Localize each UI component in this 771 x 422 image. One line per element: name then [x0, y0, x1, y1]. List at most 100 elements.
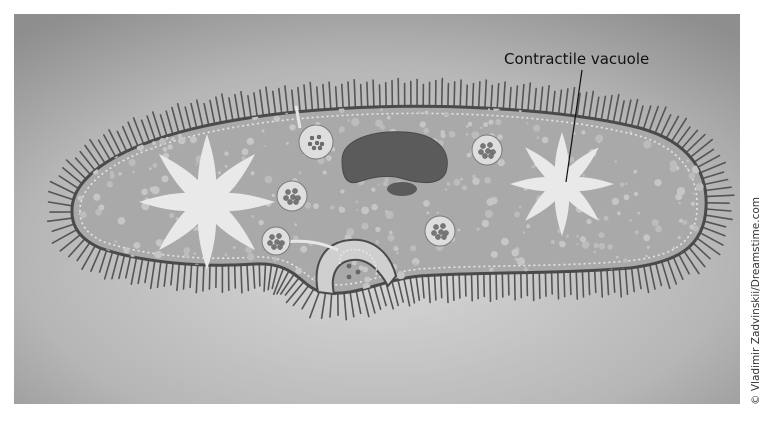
granule: [424, 110, 429, 115]
food-particle: [309, 135, 315, 141]
granule: [689, 224, 695, 230]
granule: [633, 191, 639, 197]
food-particle: [435, 234, 441, 240]
cilium: [233, 264, 237, 289]
granule: [481, 219, 490, 228]
food-particle: [285, 189, 291, 195]
cilium: [322, 83, 326, 111]
granule: [423, 200, 430, 207]
radial-canal: [139, 192, 191, 212]
cilium: [46, 217, 74, 223]
granule: [193, 252, 196, 255]
granule: [625, 182, 628, 186]
cilium: [636, 105, 644, 129]
granule: [169, 212, 175, 219]
cilium: [170, 262, 174, 286]
food-particle: [269, 234, 275, 240]
granule: [325, 155, 332, 162]
cilium: [672, 256, 684, 281]
granule: [533, 124, 541, 132]
food-particle: [487, 142, 493, 148]
granule: [490, 251, 498, 258]
granule: [237, 125, 240, 128]
granule: [194, 227, 199, 231]
macronucleus: [341, 131, 448, 184]
granule: [251, 214, 255, 218]
cilium: [445, 273, 449, 304]
cilium: [79, 150, 96, 172]
granule: [123, 247, 130, 254]
cilium: [209, 99, 216, 125]
cilium: [272, 267, 285, 296]
granule: [241, 148, 249, 156]
cilium: [103, 251, 114, 280]
cilium: [688, 246, 706, 268]
granule: [355, 208, 358, 211]
cilium: [361, 288, 370, 318]
cilium: [132, 117, 145, 145]
cilium: [550, 271, 554, 295]
granule: [614, 160, 617, 163]
micronucleus: [387, 182, 417, 196]
food-vacuole: [424, 215, 456, 247]
cilium: [297, 86, 301, 113]
granule: [472, 177, 480, 185]
cilium: [513, 271, 516, 301]
cilium: [127, 121, 139, 148]
anal-pore: [294, 105, 302, 129]
radial-canal: [510, 176, 549, 192]
granule: [217, 171, 222, 175]
granule: [383, 181, 388, 187]
cilium: [659, 114, 672, 137]
cilium: [476, 272, 480, 300]
cilium: [176, 262, 181, 292]
granule: [167, 144, 173, 150]
cilium: [539, 86, 544, 113]
cilium: [121, 125, 133, 150]
granule: [444, 188, 448, 191]
cilium: [378, 84, 381, 108]
granule: [364, 276, 371, 283]
cilium: [195, 263, 199, 294]
cilium: [520, 83, 525, 112]
cilium: [514, 85, 519, 111]
cilium: [618, 100, 625, 125]
granule: [95, 209, 102, 216]
granule: [264, 175, 273, 184]
cilium: [593, 269, 597, 294]
cilium: [703, 220, 727, 228]
cilium: [284, 276, 300, 296]
cilium: [563, 88, 569, 116]
cilium: [459, 79, 462, 108]
cilium: [496, 82, 500, 110]
cilium: [397, 278, 405, 303]
food-particle: [290, 194, 296, 200]
granule: [593, 242, 599, 249]
cilium: [328, 81, 332, 110]
granule: [170, 137, 175, 141]
cilium: [90, 247, 102, 273]
cilium: [654, 106, 667, 134]
cilium: [689, 138, 714, 158]
cilium: [624, 99, 632, 126]
granule: [379, 108, 383, 112]
cilium: [600, 269, 604, 298]
granule: [676, 187, 686, 196]
granule: [651, 219, 659, 227]
cilium: [701, 171, 725, 180]
granule: [457, 228, 461, 232]
granule: [598, 243, 606, 250]
granule: [623, 258, 628, 263]
food-particle: [482, 153, 488, 159]
granule: [686, 159, 689, 163]
granule: [466, 133, 469, 136]
cilium: [279, 273, 296, 295]
cilium: [642, 105, 652, 130]
cilium: [696, 237, 721, 256]
granule: [106, 181, 114, 188]
cilium: [532, 271, 535, 302]
granule: [150, 147, 154, 151]
granule: [351, 117, 360, 127]
granule: [183, 247, 191, 254]
